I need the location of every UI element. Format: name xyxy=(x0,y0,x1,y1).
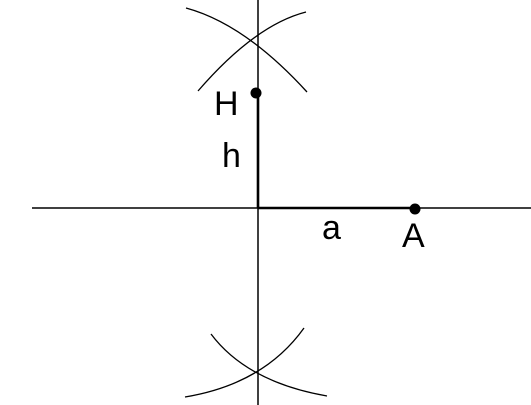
lower-arc-1 xyxy=(210,333,328,397)
segment-a-label: a xyxy=(322,209,341,247)
point-h-marker xyxy=(250,87,262,99)
point-a-label: A xyxy=(402,217,425,255)
lower-arc-2 xyxy=(184,327,305,398)
point-h-label: H xyxy=(214,85,239,123)
segment-h-label: h xyxy=(222,137,241,175)
upper-arc-1 xyxy=(185,7,308,93)
point-a-marker xyxy=(409,203,421,215)
upper-arc-2 xyxy=(197,11,307,92)
